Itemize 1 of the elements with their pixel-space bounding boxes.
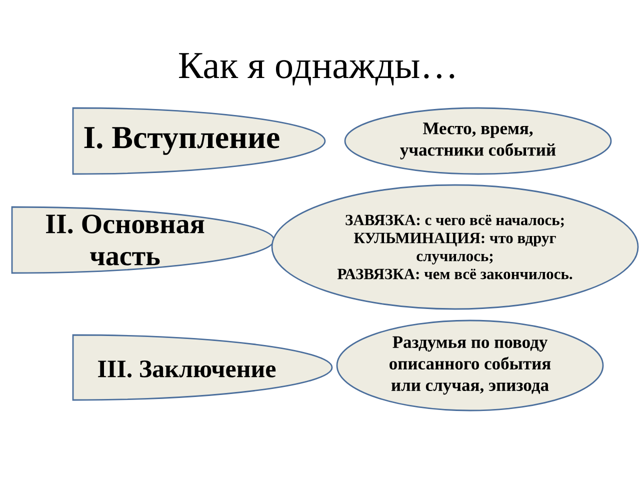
title: Как я однажды… xyxy=(179,53,454,86)
